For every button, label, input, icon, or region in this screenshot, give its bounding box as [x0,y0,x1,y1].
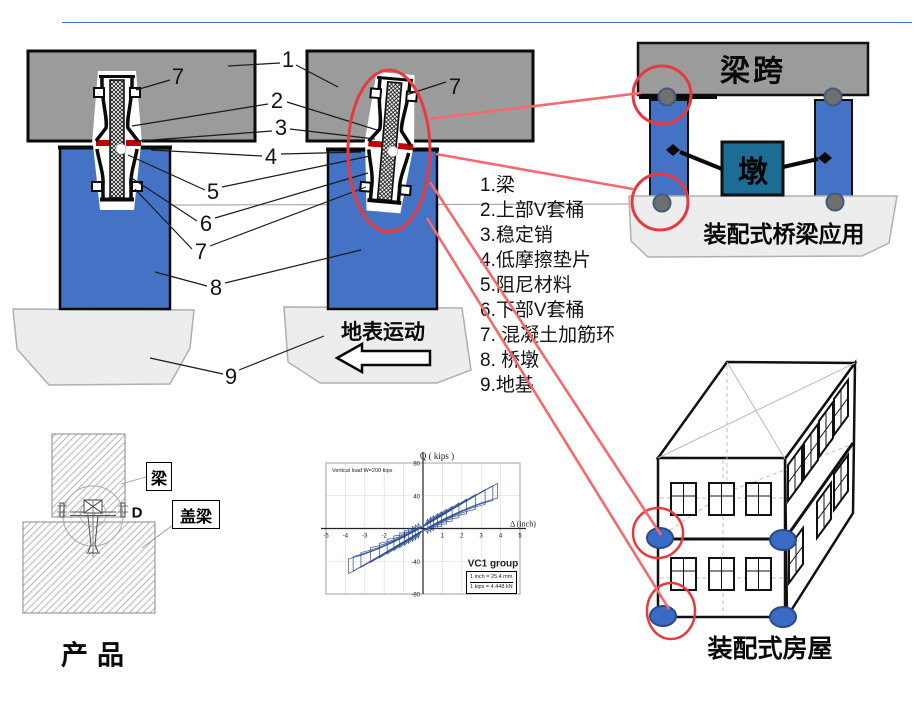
legend-item: 9.地基 [480,375,534,396]
joint-dot [769,606,797,628]
legend-item: 7. 混凝土加筋环 [480,325,616,346]
arrow-diamond-icon [666,144,680,156]
floor-line [783,442,855,540]
svg-text:-5: -5 [323,534,329,540]
legend-item: 4.低摩擦垫片 [480,250,591,271]
house-label: 装配式房屋 [707,636,833,663]
legend-item: 2.上部V套桶 [480,200,585,221]
chart-x-label: Δ (inch) [510,519,536,529]
legend-item: 3.稳定销 [480,225,553,246]
cap-beam-box-label: 盖梁 [172,500,220,529]
detail-letter: D [131,504,143,522]
callout-number: 2 [270,88,284,113]
joint-dot [769,529,797,551]
svg-text:-1: -1 [401,534,407,540]
beam-section [305,49,535,143]
label-leader [120,476,147,485]
beam-section [26,49,257,143]
bridge-pier-right [814,99,853,201]
callout-number: 8 [209,275,223,300]
chart-annotation: Vertical load W=200 kips [332,468,393,474]
chart-series-label: VC1 group [467,558,519,570]
cross-section-static [26,49,257,311]
product-drawing [22,433,174,614]
conversion-line: 1 kips = 4.448 kN [470,582,513,590]
label-leader [141,524,174,549]
svg-text:-4: -4 [343,534,349,540]
conversion-line: 1 inch = 25.4 mm [470,574,513,580]
connector-detail [57,499,128,557]
legend-item: 8. 桥墩 [480,350,540,371]
legend-item: 6.下部V套桶 [480,300,585,321]
pier-label: 墩 [738,156,768,189]
joint-dot [646,527,674,549]
svg-text:3: 3 [480,534,484,540]
callout-number: 5 [206,179,220,204]
svg-text:2: 2 [460,534,464,540]
callout-number: 6 [199,211,213,236]
svg-text:5: 5 [518,534,522,540]
callout-number: 3 [274,115,288,140]
svg-text:-40: -40 [411,560,420,566]
legend-list: 1.梁 2.上部V套桶 3.稳定销 4.低摩擦垫片 5.阻尼材料 6.下部V套桶 7. 混凝… [480,173,615,398]
callout-number: 9 [224,364,238,389]
arrow-diamond-icon [818,152,832,164]
house-windows [670,376,849,591]
svg-text:-80: -80 [411,593,420,599]
callout-number: 7 [448,74,462,99]
svg-text:-2: -2 [382,534,388,540]
callout-number: 4 [264,144,278,169]
svg-text:4: 4 [499,534,503,540]
ground-motion-label: 地表运动 [341,320,425,344]
unit-conversion-box: 1 inch = 25.4 mm 1 kips = 4.448 kN [466,571,517,594]
callout-number: 7 [194,239,208,264]
foundation-left [12,308,195,386]
legend-item: 5.阻尼材料 [480,275,572,296]
beam-span-label: 梁跨 [720,55,786,88]
joint-dot [649,605,677,627]
svg-text:40: 40 [413,494,420,500]
cap-beam-block [22,521,156,614]
callout-number: 7 [171,64,185,89]
svg-text:80: 80 [413,462,420,468]
product-title: 产品 [61,640,133,671]
chart-y-label: Q ( kips ) [419,451,455,461]
legend-item: 1.梁 [480,175,515,196]
top-rule [62,22,912,23]
beam-box-label: 梁 [146,462,172,491]
callout-number: 1 [281,47,295,72]
prefab-house [646,359,858,628]
bridge-application-label: 装配式桥梁应用 [703,222,865,247]
svg-text:1: 1 [441,534,445,540]
svg-text:-3: -3 [362,534,368,540]
